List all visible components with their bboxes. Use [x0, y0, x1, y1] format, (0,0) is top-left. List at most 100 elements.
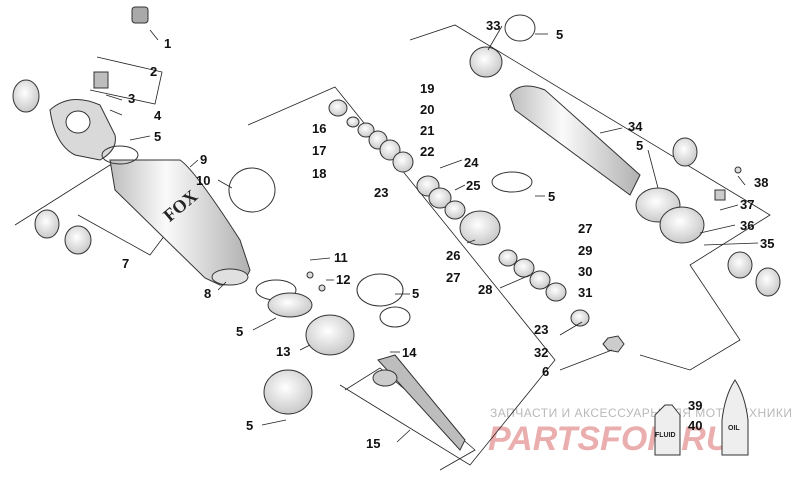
piston-13	[305, 314, 355, 356]
callout-27-a: 27	[446, 270, 460, 285]
pin-12	[318, 284, 326, 292]
callout-19: 19	[420, 81, 434, 96]
disc-25	[444, 200, 466, 220]
callout-14: 14	[402, 345, 417, 360]
oil-bottle-40	[721, 379, 749, 456]
watermark-line1: ЗАПЧАСТИ И АКСЕССУАРЫ ДЛЯ МОТОТЕХНИКИ	[490, 406, 792, 420]
callout-7: 7	[122, 256, 129, 271]
disc-30	[529, 270, 551, 290]
eye-bushing-left-bottom	[34, 209, 60, 239]
disc-31	[545, 282, 567, 302]
callout-20: 20	[420, 102, 434, 117]
pin-11	[306, 271, 314, 279]
callout-21: 21	[420, 123, 434, 138]
leader-line	[261, 419, 287, 426]
disc-29	[513, 258, 535, 278]
shaft-head-14	[372, 369, 398, 387]
nut-6	[602, 335, 625, 353]
callout-10: 10	[196, 173, 210, 188]
callout-15: 15	[366, 436, 380, 451]
ring-5-mid-b	[267, 292, 313, 318]
oil-bottle-label: OIL	[728, 425, 740, 432]
leader-line	[499, 274, 531, 289]
leader-line	[439, 159, 463, 169]
callout-16: 16	[312, 121, 326, 136]
callout-5-b: 5	[236, 324, 243, 339]
ring-5-upper	[101, 145, 139, 165]
disc-stack	[328, 99, 625, 353]
callout-27-b: 27	[578, 221, 592, 236]
leader-line	[217, 179, 233, 189]
callout-8: 8	[204, 286, 211, 301]
leader-line	[599, 127, 623, 134]
callout-28: 28	[478, 282, 492, 297]
frame-35	[409, 24, 771, 371]
leader-line	[217, 281, 227, 291]
bushing-5-top	[672, 137, 698, 167]
disc-19	[357, 122, 375, 138]
leader-line	[559, 321, 583, 336]
shock-cylinder	[109, 159, 251, 286]
callout-22: 22	[420, 144, 434, 159]
disc-28	[498, 249, 518, 267]
callout-17: 17	[312, 143, 326, 158]
callout-38: 38	[754, 175, 768, 190]
callout-5-g: 5	[636, 138, 643, 153]
callout-4: 4	[154, 108, 162, 123]
disc-24b	[428, 187, 452, 209]
callout-2: 2	[150, 64, 157, 79]
reservoir-parts	[469, 14, 781, 297]
leader-line	[129, 135, 151, 141]
callout-35: 35	[760, 236, 774, 251]
callout-30: 30	[578, 264, 592, 279]
seal-5-right	[356, 273, 404, 307]
pin-38	[734, 166, 742, 174]
leader-line	[109, 109, 123, 116]
callout-23-a: 23	[374, 185, 388, 200]
oring-5-top	[504, 14, 536, 42]
watermark-line2: PARTSFOR.RU	[488, 420, 732, 458]
leader-line	[189, 159, 199, 168]
callout-12: 12	[336, 272, 350, 287]
leader-line	[647, 149, 659, 189]
leader-line	[105, 94, 123, 101]
callout-numbers: 1 2 3 4 5 9 10 7 8 11 12 5 13 5 14 5 15 …	[122, 18, 774, 451]
callout-5-e: 5	[548, 189, 555, 204]
callout-5-c: 5	[412, 286, 419, 301]
ring-10	[228, 167, 276, 213]
callout-11: 11	[334, 250, 348, 265]
leader-line	[737, 175, 746, 186]
cap-1	[131, 6, 149, 24]
leader-line	[149, 29, 159, 41]
disc-21	[379, 139, 401, 161]
eye-bushing-right-bottom	[64, 225, 92, 255]
callout-6: 6	[542, 364, 549, 379]
fluid-bottle-39	[654, 404, 681, 456]
leader-line	[703, 242, 759, 246]
leader-line	[719, 204, 739, 211]
callout-31: 31	[578, 285, 592, 300]
eye-hole	[65, 110, 91, 134]
leader-line	[454, 184, 466, 191]
callout-5-f: 5	[556, 27, 563, 42]
callout-5-a: 5	[154, 129, 161, 144]
callout-3: 3	[128, 91, 135, 106]
callout-37: 37	[740, 197, 754, 212]
callout-29: 29	[578, 243, 592, 258]
ring-5-piston	[491, 171, 533, 193]
leader-line	[299, 344, 311, 351]
bushing-35b	[755, 267, 781, 297]
disc-22	[392, 151, 414, 173]
piston-26	[459, 210, 501, 246]
frame-15	[247, 86, 556, 466]
shock-body: FOX	[12, 6, 276, 286]
cup-5-bottom	[263, 369, 313, 415]
leader-line	[559, 349, 613, 371]
valve-37	[714, 189, 726, 201]
leader-line	[252, 317, 277, 331]
oring-5-right	[379, 306, 411, 328]
leader-line	[466, 239, 476, 244]
leader-line	[309, 257, 331, 261]
